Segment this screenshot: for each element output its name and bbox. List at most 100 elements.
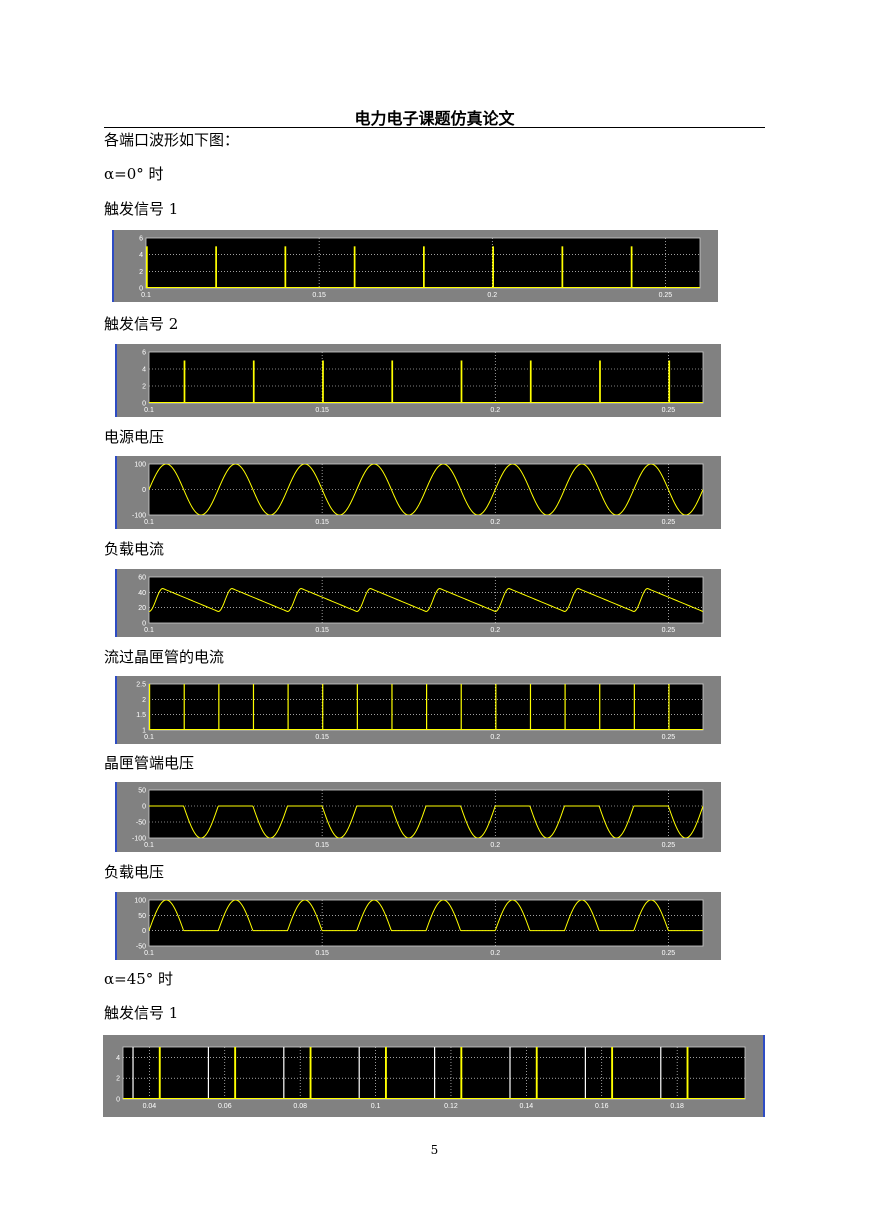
pulse-mark <box>322 684 324 730</box>
y-tick-label: 100 <box>134 898 146 905</box>
y-tick-label: -100 <box>132 836 146 843</box>
pulse-mark <box>668 360 671 403</box>
x-tick-label: 0.25 <box>662 519 676 526</box>
x-tick-label: 0.25 <box>659 292 673 299</box>
x-tick-label: 0.1 <box>144 950 154 957</box>
pulse-mark <box>535 1047 538 1099</box>
scope-traces <box>149 900 703 932</box>
pulse-mark <box>358 1047 360 1099</box>
y-tick-label: 0 <box>139 286 143 293</box>
pulse-mark <box>495 684 497 730</box>
x-tick-label: 0.04 <box>143 1103 157 1110</box>
x-tick-label: 0.15 <box>315 627 329 634</box>
pulse-mark <box>460 1047 463 1099</box>
y-tick-label: 0 <box>142 401 146 408</box>
x-tick-label: 0.1 <box>144 627 154 634</box>
scope-grid <box>149 577 703 623</box>
page-number: 5 <box>430 1143 439 1157</box>
x-tick-label: 0.25 <box>662 627 676 634</box>
caption-thyristor-voltage: 晶匣管端电压 <box>104 754 195 772</box>
waveform-trace <box>149 805 703 838</box>
pulse-mark <box>529 360 532 403</box>
x-tick-label: 0.25 <box>662 950 676 957</box>
pulse-mark <box>353 246 356 288</box>
pulse-mark <box>183 360 186 403</box>
y-tick-label: 1 <box>142 728 146 735</box>
x-tick-label: 0.12 <box>444 1103 458 1110</box>
y-tick-label: 20 <box>138 605 146 612</box>
y-tick-label: 2 <box>142 697 146 704</box>
scope-traces <box>146 246 700 288</box>
pulse-mark <box>158 1047 161 1099</box>
y-tick-label: 100 <box>134 462 146 469</box>
alpha-45-heading: α=45° 时 <box>104 970 174 988</box>
pulse-mark <box>668 684 670 730</box>
x-tick-label: 0.2 <box>490 627 500 634</box>
caption-trigger-1-alpha45: 触发信号 1 <box>104 1004 179 1022</box>
x-tick-label: 0.2 <box>490 407 500 414</box>
page-header-title: 电力电子课题仿真论文 <box>354 109 515 128</box>
y-tick-label: -100 <box>132 513 146 520</box>
x-tick-label: 0.1 <box>371 1103 381 1110</box>
y-tick-label: 2 <box>139 269 143 276</box>
waveform-trace <box>149 900 703 932</box>
pulse-mark <box>423 246 425 288</box>
x-tick-label: 0.2 <box>490 519 500 526</box>
scope-frame <box>148 899 704 947</box>
caption-thyristor-current: 流过晶匣管的电流 <box>104 648 225 666</box>
scope-plot-area <box>149 352 703 403</box>
y-tick-label: 2.5 <box>136 682 146 689</box>
x-tick-label: 0.25 <box>662 407 676 414</box>
pulse-mark <box>529 684 532 730</box>
x-tick-label: 0.06 <box>218 1103 232 1110</box>
x-tick-label: 0.2 <box>490 950 500 957</box>
x-tick-label: 0.15 <box>315 734 329 741</box>
pulse-mark <box>391 684 393 730</box>
scope-traces <box>149 805 703 838</box>
x-tick-label: 0.1 <box>141 292 151 299</box>
x-tick-label: 0.15 <box>315 407 329 414</box>
x-tick-label: 0.1 <box>144 407 154 414</box>
x-tick-label: 0.16 <box>595 1103 609 1110</box>
pulse-mark <box>309 1047 312 1099</box>
y-tick-label: 0 <box>142 928 146 935</box>
x-tick-label: 0.15 <box>315 842 329 849</box>
pulse-mark <box>564 684 566 730</box>
y-tick-label: 50 <box>138 913 146 920</box>
scope-traces <box>149 684 703 730</box>
pulse-mark <box>284 246 287 288</box>
x-tick-label: 0.15 <box>315 950 329 957</box>
y-tick-label: 1.5 <box>136 712 146 719</box>
pulse-mark <box>426 684 428 730</box>
y-tick-label: 2 <box>116 1076 120 1083</box>
pulse-mark <box>384 1047 387 1099</box>
pulse-mark <box>391 360 394 403</box>
pulse-mark <box>460 684 462 730</box>
y-tick-label: 40 <box>138 590 146 597</box>
x-tick-label: 0.2 <box>487 292 497 299</box>
scope-traces <box>149 464 703 515</box>
caption-source-voltage: 电源电压 <box>104 428 165 446</box>
y-tick-label: 2 <box>142 384 146 391</box>
pulse-mark <box>132 1047 134 1099</box>
pulse-mark <box>460 360 463 403</box>
x-tick-label: 0.25 <box>662 842 676 849</box>
scope-frame <box>148 576 704 624</box>
y-tick-label: 4 <box>139 252 143 259</box>
scope-traces <box>123 1047 745 1099</box>
pulse-mark <box>207 1047 210 1099</box>
header-rule <box>104 127 765 128</box>
pulse-mark <box>252 360 255 403</box>
